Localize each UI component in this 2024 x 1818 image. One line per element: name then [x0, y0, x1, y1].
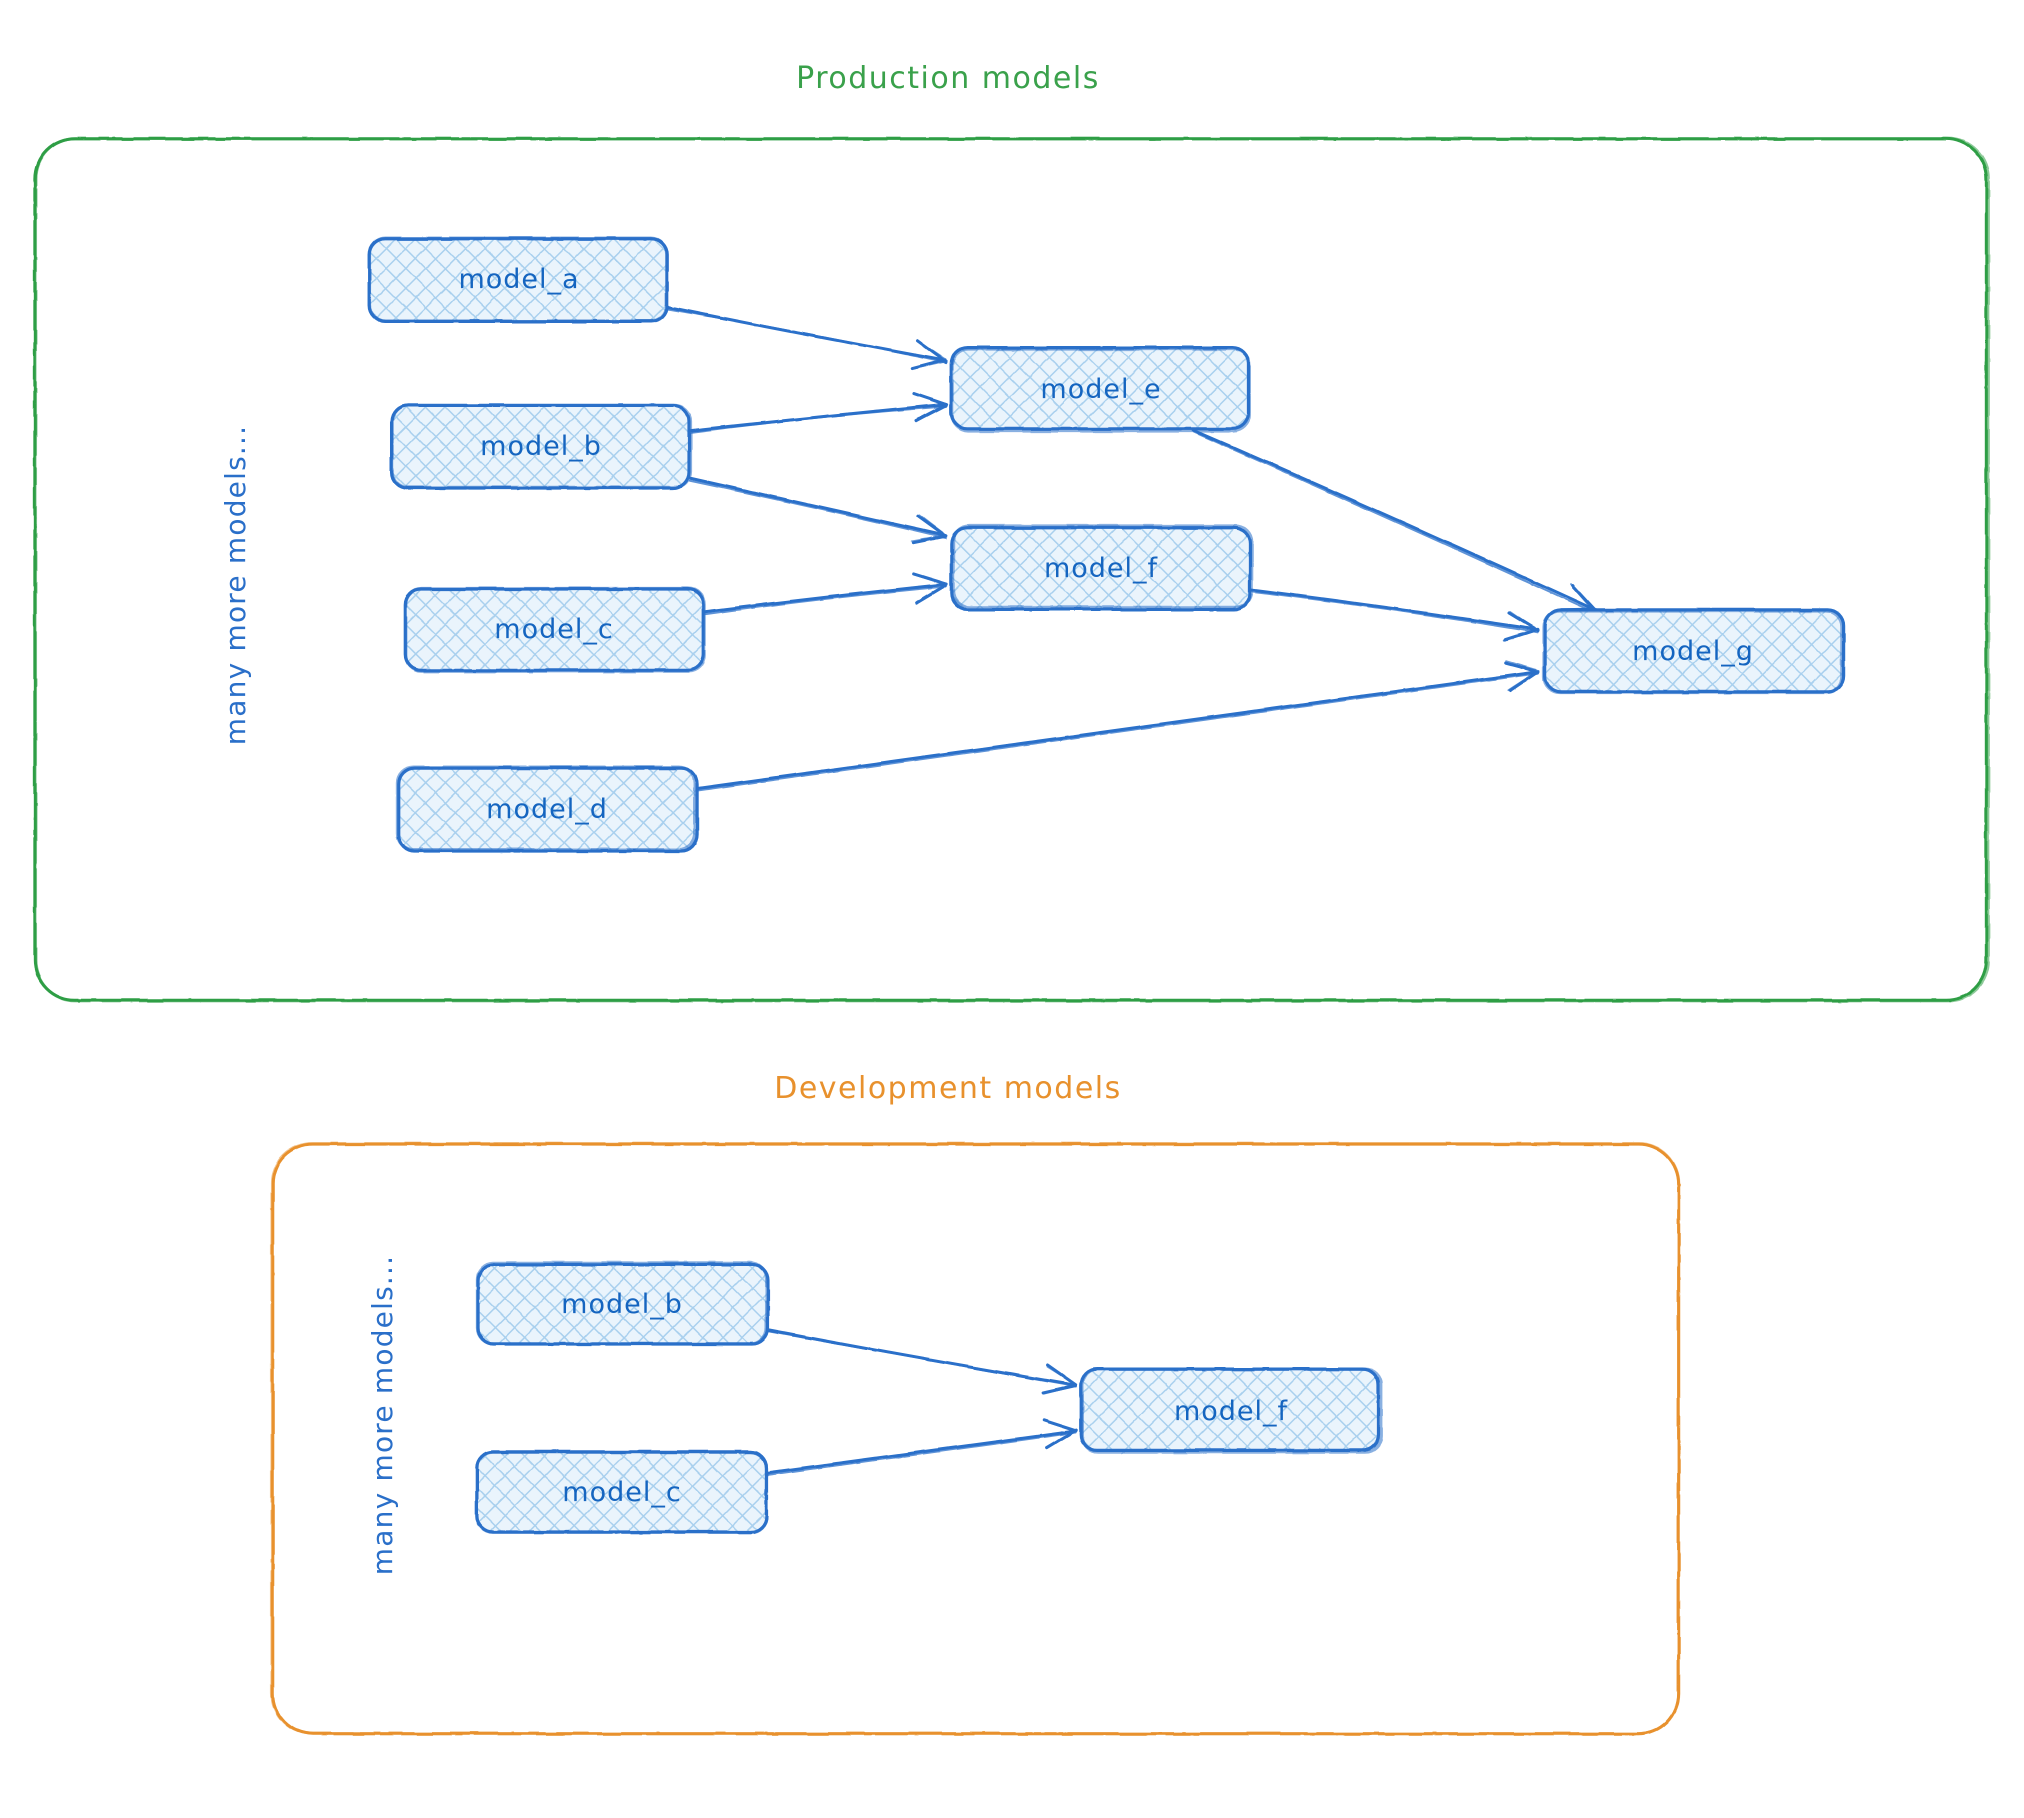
edge-prod_model_c-to-prod_model_f [701, 572, 949, 616]
node-label-dev_model_f: model_f [1174, 1396, 1289, 1427]
node-box-prod_model_a[interactable] [367, 236, 669, 323]
group-border-development [270, 1142, 1681, 1736]
edge-prod_model_d-to-prod_model_g [694, 660, 1540, 792]
node-dev_model_b[interactable]: model_b [475, 1261, 770, 1346]
node-label-prod_model_e: model_e [1040, 374, 1161, 405]
node-dev_model_c[interactable]: model_c [475, 1450, 769, 1534]
node-box-prod_model_b[interactable] [389, 403, 693, 490]
node-label-dev_model_b: model_b [561, 1289, 683, 1320]
node-label-dev_model_c: model_c [562, 1477, 681, 1508]
node-box-prod_model_f[interactable] [949, 524, 1254, 612]
node-label-prod_model_f: model_f [1044, 553, 1159, 584]
node-prod_model_a[interactable]: model_a [367, 236, 669, 323]
edge-prod_model_b-to-prod_model_f [688, 476, 948, 545]
node-label-prod_model_c: model_c [494, 614, 613, 645]
node-box-dev_model_b[interactable] [475, 1261, 770, 1346]
group-title-production: Production models [796, 61, 1100, 96]
node-box-prod_model_c[interactable] [403, 586, 706, 673]
node-prod_model_b[interactable]: model_b [389, 403, 693, 490]
group-title-development: Development models [774, 1071, 1122, 1106]
node-label-prod_model_g: model_g [1632, 636, 1754, 667]
edge-prod_model_b-to-prod_model_e [688, 392, 949, 434]
node-prod_model_g[interactable]: model_g [1542, 608, 1846, 695]
edge-prod_model_f-to-prod_model_g [1248, 587, 1540, 642]
edge-dev_model_c-to-dev_model_f [765, 1418, 1079, 1477]
node-dev_model_f[interactable]: model_f [1079, 1367, 1383, 1454]
node-prod_model_c[interactable]: model_c [403, 586, 706, 673]
node-label-prod_model_d: model_d [486, 794, 608, 825]
node-prod_model_d[interactable]: model_d [395, 765, 699, 853]
node-label-prod_model_b: model_b [480, 431, 602, 462]
node-label-prod_model_a: model_a [458, 264, 579, 295]
side-label-many-more-models-production: many more models... [219, 425, 252, 745]
node-prod_model_e[interactable]: model_e [949, 345, 1251, 433]
node-box-dev_model_f[interactable] [1079, 1367, 1383, 1454]
group-container-development [270, 1142, 1681, 1736]
node-box-prod_model_d[interactable] [395, 765, 699, 853]
node-prod_model_f[interactable]: model_f [949, 524, 1254, 612]
edge-prod_model_a-to-prod_model_e [666, 305, 948, 371]
node-box-dev_model_c[interactable] [475, 1450, 769, 1534]
node-box-prod_model_g[interactable] [1542, 608, 1846, 695]
node-box-prod_model_e[interactable] [949, 345, 1251, 433]
side-label-many-more-models-development: many more models... [366, 1255, 399, 1575]
edge-dev_model_b-to-dev_model_f [765, 1328, 1078, 1395]
